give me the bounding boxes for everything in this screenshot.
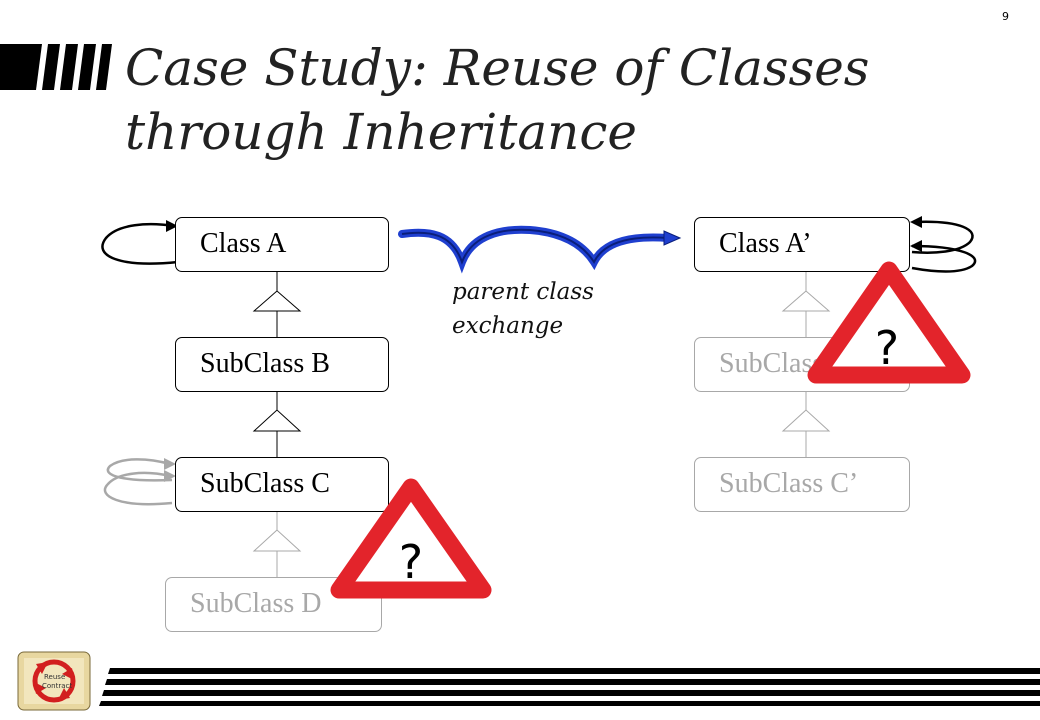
reuse-contract-logo-icon: Reuse Contract (17, 651, 91, 711)
title-bars-icon (0, 44, 112, 90)
warning-question-mark: ? (875, 321, 899, 375)
parent-exchange-arrow-icon (398, 225, 682, 274)
exchange-label: parent class exchange (452, 275, 594, 343)
title-line-2: through Inheritance (125, 103, 637, 161)
self-reference-arrow-icon (101, 222, 179, 265)
svg-text:Contract: Contract (42, 682, 72, 690)
self-reference-arrow-icon (911, 220, 977, 273)
subclass-c-box: SubClass C (175, 457, 389, 512)
warning-triangle-icon: ? (807, 261, 971, 384)
left-inheritance-links (252, 272, 302, 577)
exchange-label-line-2: exchange (452, 313, 564, 339)
class-a-box: Class A (175, 217, 389, 272)
arrowhead-icon (166, 220, 178, 232)
warning-triangle-icon: ? (330, 478, 492, 599)
class-a-prime-box: Class A’ (694, 217, 910, 272)
footer-stripes (99, 668, 1040, 706)
slide-number: 9 (1002, 10, 1009, 23)
self-reference-arrow-icon (103, 458, 173, 506)
subclass-c-prime-box: SubClass C’ (694, 457, 910, 512)
page-title: Case Study: Reuse of Classes through Inh… (125, 36, 1005, 164)
subclass-b-box: SubClass B (175, 337, 389, 392)
warning-question-mark: ? (399, 535, 423, 589)
title-line-1: Case Study: Reuse of Classes (125, 39, 870, 97)
right-inheritance-links (781, 272, 831, 457)
exchange-label-line-1: parent class (452, 279, 594, 305)
svg-text:Reuse: Reuse (44, 673, 65, 681)
